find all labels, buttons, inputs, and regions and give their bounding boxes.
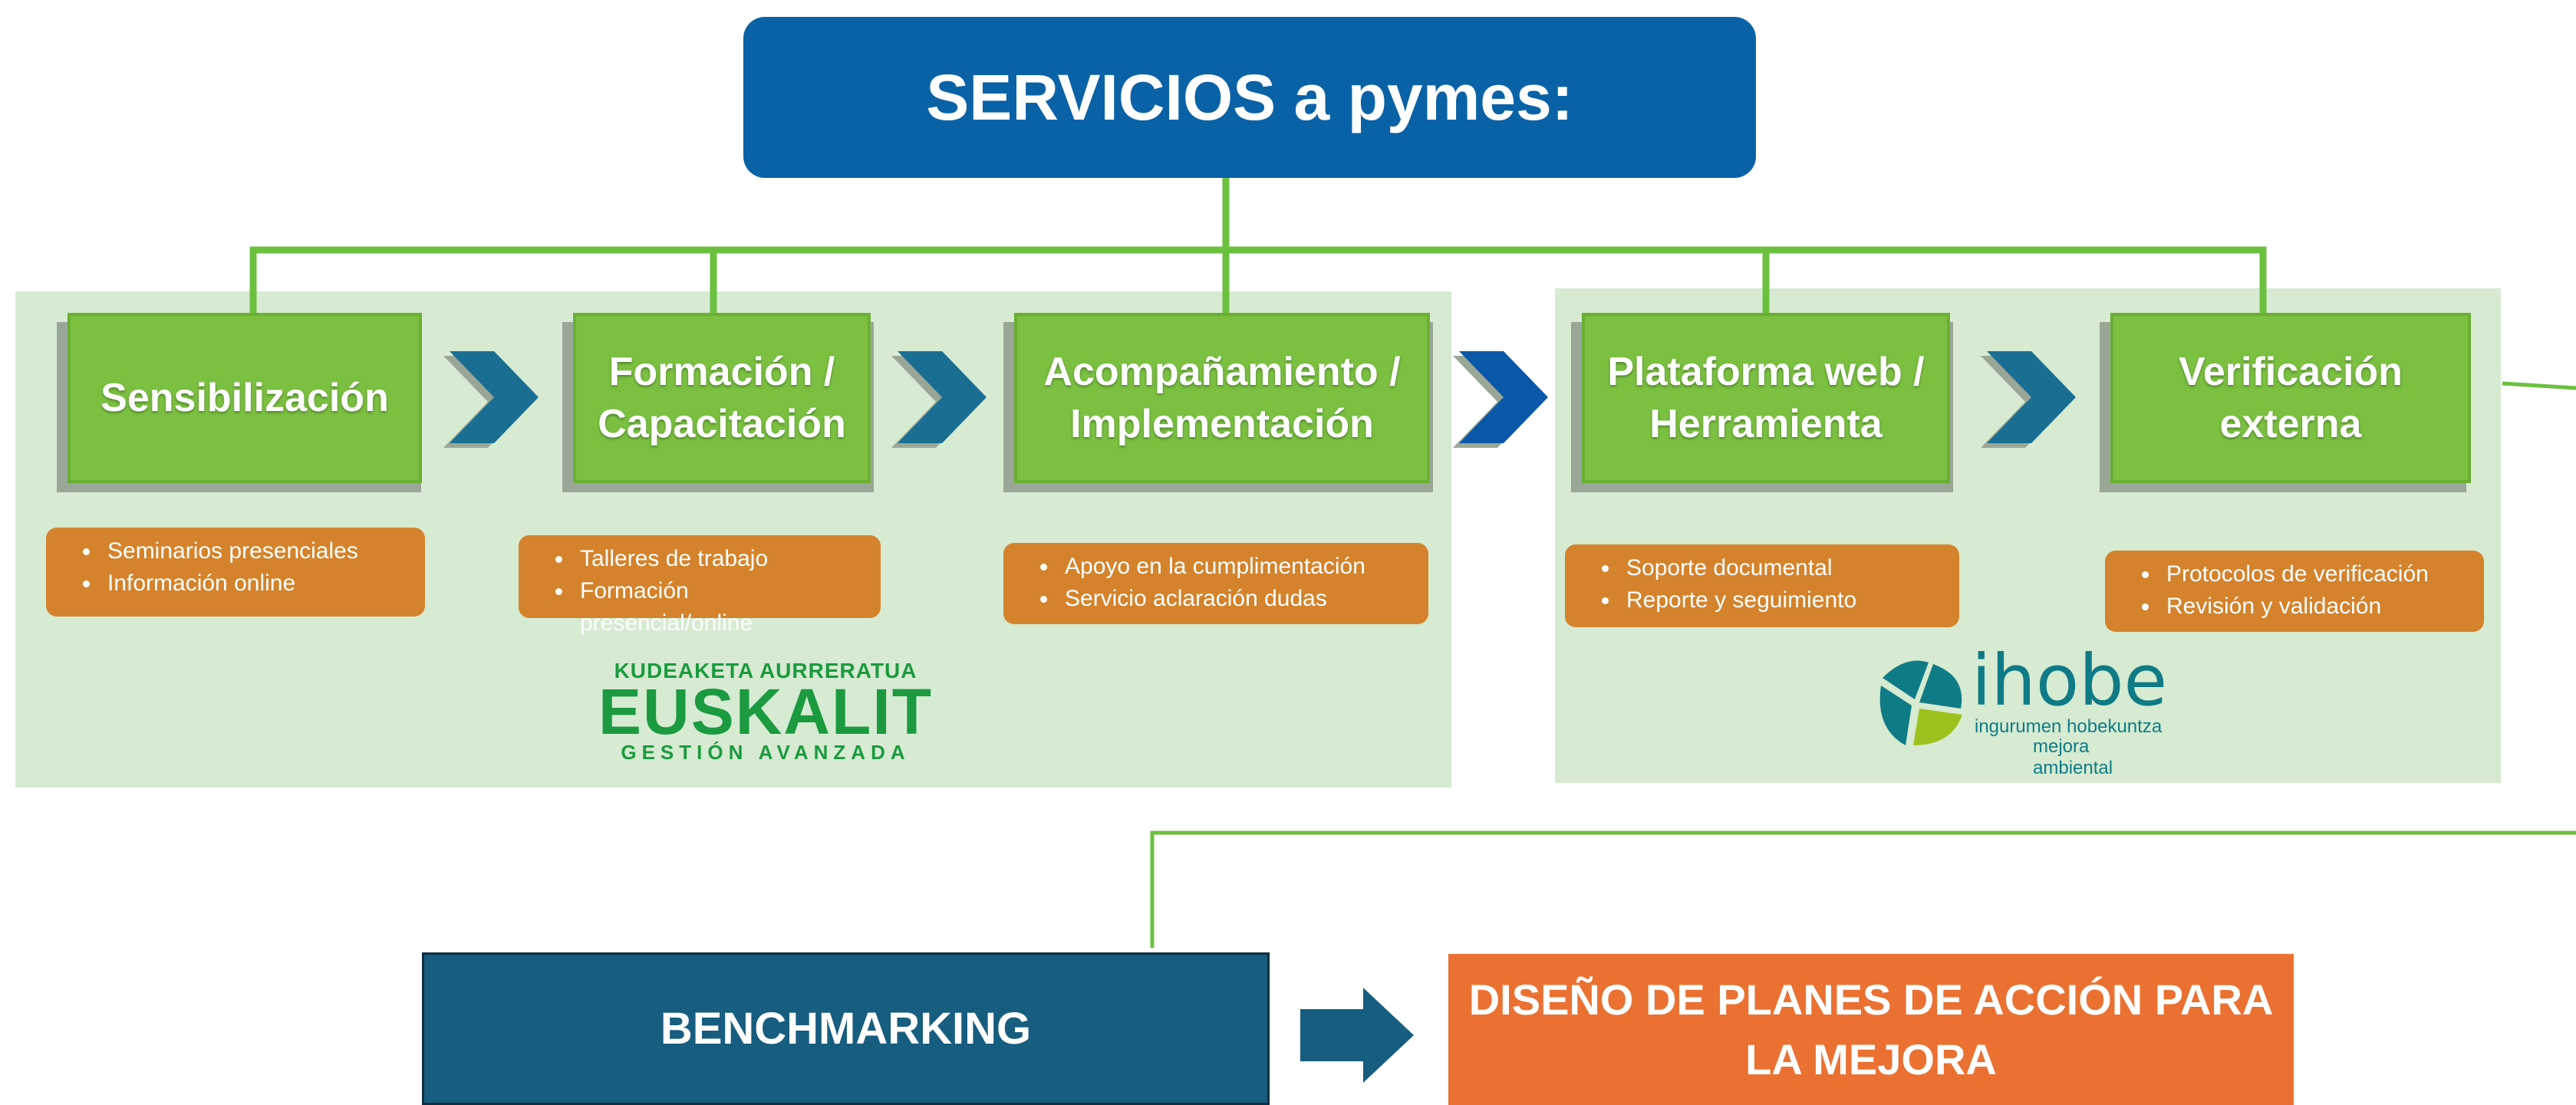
action-plan-label: DISEÑO DE PLANES DE ACCIÓN PARA LA MEJOR… bbox=[1468, 975, 2274, 1084]
page-title: SERVICIOS a pymes: bbox=[743, 17, 1756, 178]
euskalit-logo-top: KUDEAKETA AURRERATUA bbox=[614, 659, 917, 682]
details-plataforma: Soporte documental Reporte y seguimiento bbox=[1565, 544, 1959, 627]
step-plataforma-web-herramienta: Plataforma web / Herramienta bbox=[1582, 313, 1950, 483]
detail-item: Reporte y seguimiento bbox=[1620, 584, 1945, 617]
benchmarking-box: BENCHMARKING bbox=[422, 952, 1270, 1105]
chevron-right-icon bbox=[1453, 351, 1548, 448]
detail-item: Talleres de trabajo bbox=[574, 543, 867, 575]
ihobe-logo-line1: ingurumen hobekuntza bbox=[1975, 716, 2163, 737]
step-verificacion-externa: Verificación externa bbox=[2110, 313, 2471, 483]
arrow-right-icon bbox=[1300, 988, 1414, 1083]
action-plan-box: DISEÑO DE PLANES DE ACCIÓN PARA LA MEJOR… bbox=[1448, 954, 2294, 1105]
euskalit-logo-bottom: GESTIÓN AVANZADA bbox=[621, 741, 911, 764]
detail-item: Soporte documental bbox=[1620, 552, 1945, 584]
chevron-right-icon bbox=[1981, 351, 2076, 448]
step-acompanamiento-implementacion: Acompañamiento / Implementación bbox=[1014, 313, 1430, 483]
details-sensibilizacion: Seminarios presenciales Información onli… bbox=[46, 528, 425, 617]
ihobe-logo: ihobe ingurumen hobekuntza mejora ambien… bbox=[1872, 643, 2167, 778]
detail-item: Servicio aclaración dudas bbox=[1059, 583, 1415, 615]
connector-verification-out bbox=[2502, 381, 2576, 390]
detail-item: Revisión y validación bbox=[2160, 590, 2470, 623]
step-sensibilizacion: Sensibilización bbox=[68, 313, 422, 483]
detail-item: Seminarios presenciales bbox=[101, 535, 411, 567]
euskalit-logo-main: EUSKALIT bbox=[598, 676, 933, 748]
detail-item: Apoyo en la cumplimentación bbox=[1059, 551, 1415, 583]
details-acompanamiento: Apoyo en la cumplimentación Servicio acl… bbox=[1003, 543, 1428, 624]
ihobe-leaf-icon bbox=[1879, 660, 1962, 745]
euskalit-logo: KUDEAKETA AURRERATUA EUSKALIT GESTIÓN AV… bbox=[588, 659, 944, 765]
detail-item: Formación presencial/online bbox=[574, 575, 867, 640]
ihobe-logo-word: ihobe bbox=[1972, 640, 2168, 722]
details-verificacion: Protocolos de verificación Revisión y va… bbox=[2105, 551, 2484, 632]
detail-item: Información online bbox=[101, 567, 411, 600]
chevron-right-icon bbox=[891, 351, 987, 448]
step-formacion-capacitacion: Formación / Capacitación bbox=[573, 313, 871, 483]
details-formacion: Talleres de trabajo Formación presencial… bbox=[519, 535, 881, 636]
connector-to-benchmarking bbox=[1150, 830, 2576, 948]
chevron-right-icon bbox=[443, 351, 539, 448]
ihobe-logo-line2: mejora ambiental bbox=[2033, 736, 2113, 778]
detail-item: Protocolos de verificación bbox=[2160, 558, 2470, 590]
